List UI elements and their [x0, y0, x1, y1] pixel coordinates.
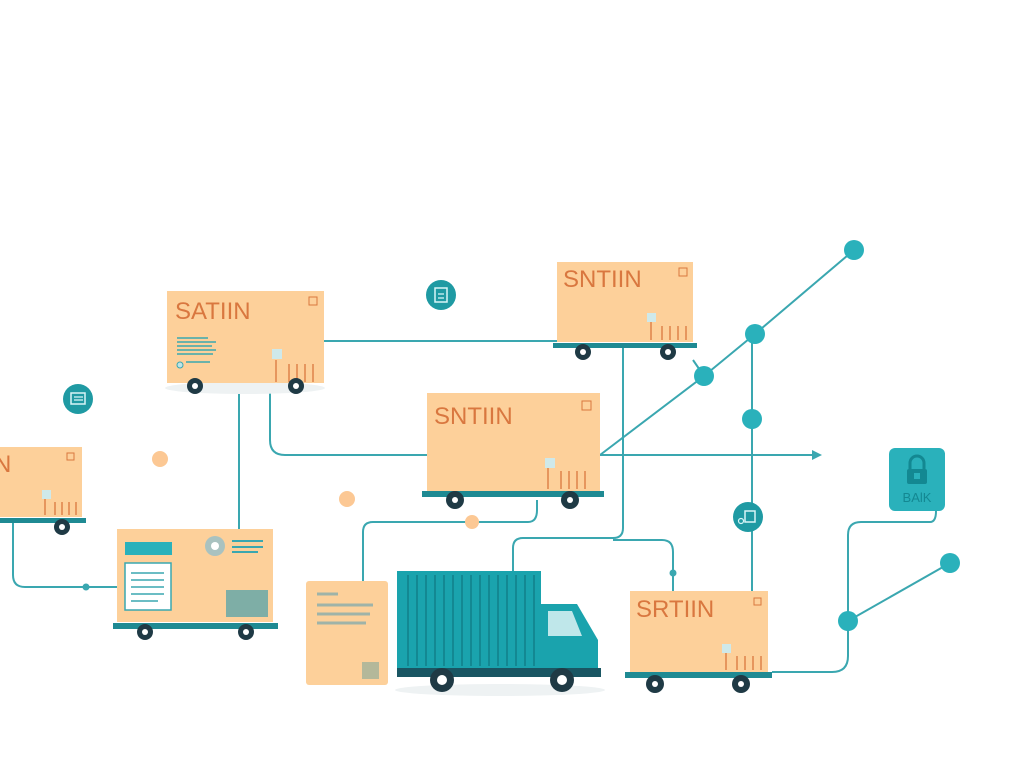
node [940, 553, 960, 573]
parcel-cart-g: SRTIIN [625, 591, 772, 693]
connection-lines [12, 249, 951, 673]
orange-dot [465, 515, 479, 529]
box-label: SNTIIN [434, 403, 513, 430]
lock-badge: BAlK [889, 448, 945, 511]
parcel-cart-a: SATIIN [165, 291, 325, 394]
box-label: N [0, 451, 11, 478]
document-icon [426, 280, 456, 310]
lock-icon [907, 454, 927, 484]
node [844, 240, 864, 260]
box-label: SNTIIN [563, 266, 642, 293]
parcel-cart-e [113, 529, 278, 640]
list-icon [63, 384, 93, 414]
orange-dot [339, 491, 355, 507]
orange-dot [152, 451, 168, 467]
lock-label: BAlK [903, 490, 932, 505]
arrow-head-icon [812, 450, 822, 460]
node [742, 409, 762, 429]
key-list-icon [733, 502, 763, 532]
box-label: SATIIN [175, 298, 251, 325]
node [745, 324, 765, 344]
truck-icon [395, 571, 605, 696]
parcel-cart-d: N [0, 447, 86, 535]
node [694, 366, 714, 386]
parcel-cart-c: SNTIIN [422, 393, 604, 509]
box-label: SRTIIN [636, 596, 714, 623]
document-sheet [306, 581, 388, 685]
parcel-cart-b: SNTIIN [553, 262, 697, 360]
network-nodes [152, 240, 960, 631]
node [838, 611, 858, 631]
